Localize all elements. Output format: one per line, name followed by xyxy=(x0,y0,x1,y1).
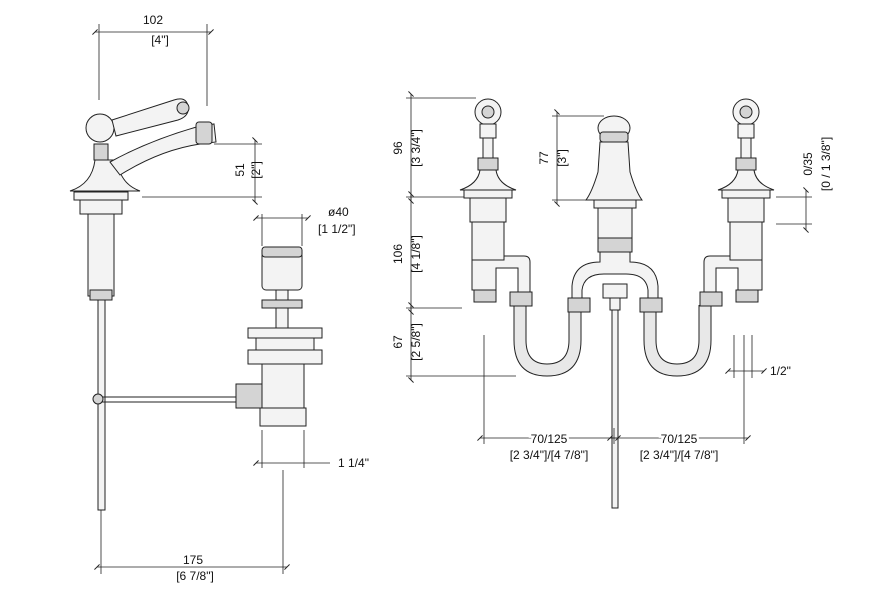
side-handle-hub xyxy=(85,113,115,143)
side-deck xyxy=(73,191,129,201)
dim-handle-height-in: [3 3/4"] xyxy=(409,129,423,167)
dim-base-length-in: [6 7/8"] xyxy=(176,569,214,583)
dim-deck-range: 0/35 [0 / 1 3/8"] xyxy=(776,137,833,233)
center-spout xyxy=(567,115,663,509)
dim-spout-height-in: [2"] xyxy=(249,161,263,179)
dim-drain-diameter-in: [1 1/2"] xyxy=(318,222,356,236)
dim-shank-length: 106 [4 1/8"] xyxy=(391,191,462,315)
center-rod xyxy=(611,309,619,509)
dim-shank-length-mm: 106 xyxy=(391,244,405,264)
dim-drain-diameter: ø40 [1 1/2"] xyxy=(253,205,356,246)
dim-handle-height-mm: 96 xyxy=(391,141,405,155)
dim-base-length: 175 [6 7/8"] xyxy=(94,470,290,583)
dim-tail-length-mm: 67 xyxy=(391,335,405,349)
side-spout xyxy=(109,123,217,176)
dim-tail-length: 67 [2 5/8"] xyxy=(391,302,516,383)
connection-hoses xyxy=(513,305,712,377)
pop-up-rod xyxy=(97,299,106,511)
dim-connection-in: 1/2" xyxy=(770,364,791,378)
dim-deck-range-mm: 0/35 xyxy=(801,152,815,176)
dim-top-width-mm: 102 xyxy=(143,13,163,27)
left-valve xyxy=(459,98,533,307)
dim-left-spacing-in: [2 3/4"]/[4 7/8"] xyxy=(510,448,589,462)
dim-spacing: 70/125 [2 3/4"]/[4 7/8"] 70/125 [2 3/4"]… xyxy=(477,335,751,462)
dim-right-spacing-mm: 70/125 xyxy=(661,432,698,446)
waste-outlet xyxy=(259,407,307,427)
waste-plug xyxy=(261,251,303,291)
side-valve-body xyxy=(87,213,115,297)
dim-tail-length-in: [2 5/8"] xyxy=(409,323,423,361)
side-aerator xyxy=(195,121,213,145)
right-base xyxy=(717,169,775,191)
dim-connection: 1/2" xyxy=(725,335,791,378)
side-view: 102 [4"] 51 [2"] ø40 [1 1/2"] 1 1/4" xyxy=(69,13,369,583)
dim-drain-outlet: 1 1/4" xyxy=(253,430,369,470)
dim-right-spacing-in: [2 3/4"]/[4 7/8"] xyxy=(640,448,719,462)
left-base xyxy=(459,169,517,191)
dim-handle-height: 96 [3 3/4"] xyxy=(391,91,476,204)
side-lever xyxy=(111,98,189,137)
dim-spout-height: 51 [2"] xyxy=(142,137,263,205)
dim-drain-outlet-in: 1 1/4" xyxy=(338,456,369,470)
dim-spout-height-front-in: [3"] xyxy=(555,149,569,167)
waste-flange xyxy=(247,327,323,339)
dim-shank-length-in: [4 1/8"] xyxy=(409,235,423,273)
right-valve xyxy=(699,98,775,307)
dim-spout-height-front-mm: 77 xyxy=(537,151,551,165)
dim-deck-range-in: [0 / 1 3/8"] xyxy=(819,137,833,191)
dim-top-width-in: [4"] xyxy=(151,33,169,47)
dim-left-spacing-mm: 70/125 xyxy=(531,432,568,446)
side-washer xyxy=(79,199,123,215)
dim-base-length-mm: 175 xyxy=(183,553,203,567)
waste-pivot xyxy=(235,383,263,409)
dim-spout-height-mm: 51 xyxy=(233,163,247,177)
dim-spout-height: 77 [3"] xyxy=(537,109,604,207)
dim-top-width: 102 [4"] xyxy=(92,13,214,106)
side-collar xyxy=(93,143,109,161)
lift-rod-knob xyxy=(92,393,104,405)
spout-aerator xyxy=(599,131,629,143)
waste-body xyxy=(261,363,305,411)
side-nut xyxy=(89,289,113,301)
side-lever-tip xyxy=(176,101,190,115)
front-view: 96 [3 3/4"] 106 [4 1/8"] 67 [2 5/8"] 77 … xyxy=(391,91,833,509)
dim-drain-diameter-mm: ø40 xyxy=(328,205,349,219)
pop-up-waste xyxy=(235,246,323,427)
spout-body xyxy=(585,141,643,201)
